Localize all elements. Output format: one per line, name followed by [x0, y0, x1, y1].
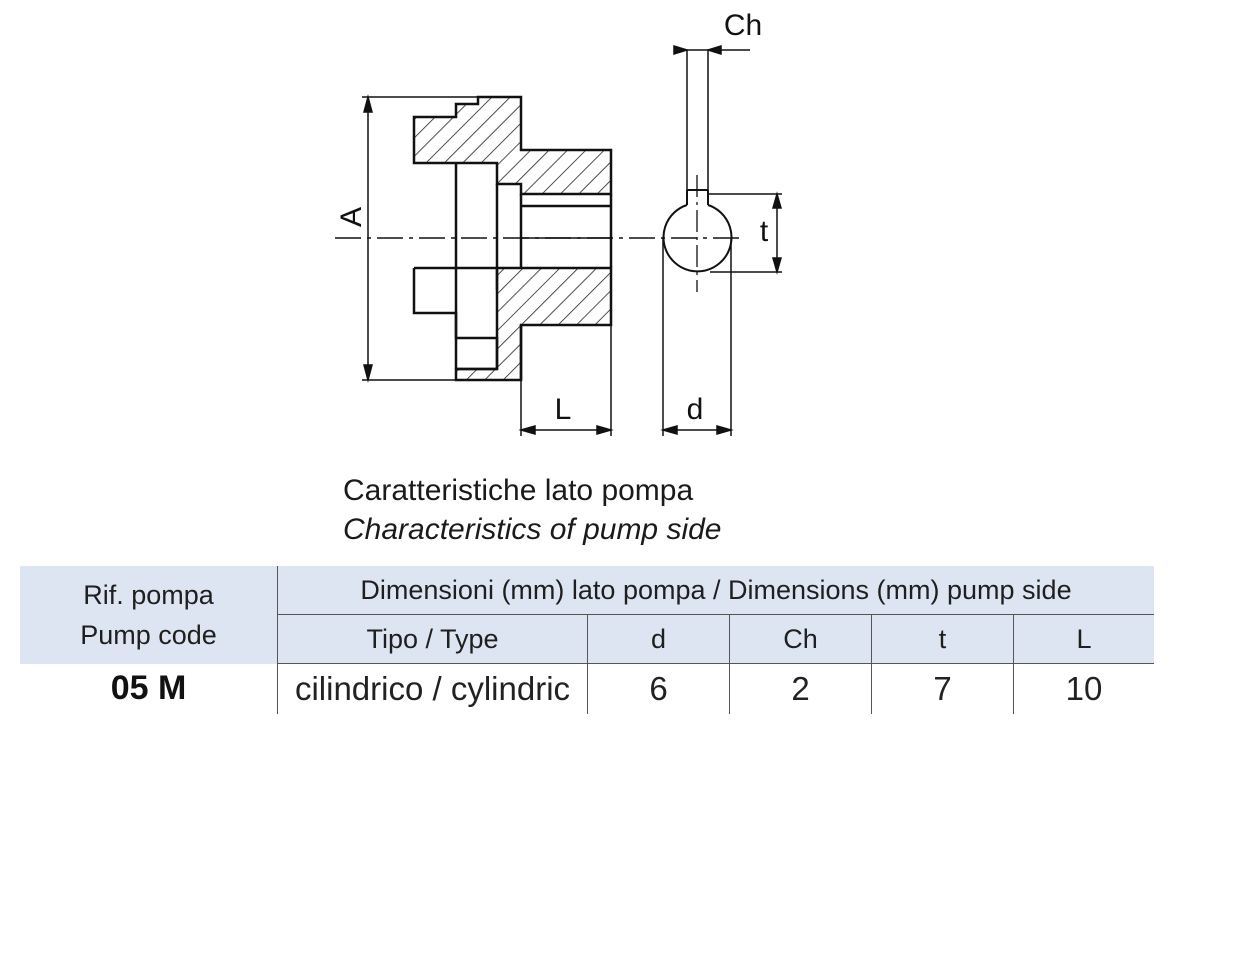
shaft-section — [662, 50, 733, 292]
header-type: Tipo / Type — [277, 614, 588, 664]
dimension-t — [708, 191, 782, 275]
caption-english: Characteristics of pump side — [343, 513, 722, 546]
cell-d: 6 — [587, 663, 730, 714]
label-t: t — [760, 215, 769, 248]
cell-ch: 2 — [729, 663, 872, 714]
hub-upper-section — [412, 95, 613, 196]
dimensions-table: Rif. pompa Pump code Dimensioni (mm) lat… — [20, 566, 1154, 714]
dimension-d — [660, 238, 734, 436]
label-ch: Ch — [724, 9, 762, 42]
hub-lower-section — [454, 266, 613, 382]
coupling-technical-drawing: A L Ch t d — [335, 9, 782, 436]
cell-t: 7 — [871, 663, 1014, 714]
table-row: 05 M cilindrico / cylindric 6 2 7 10 — [20, 663, 1154, 714]
dimension-l — [518, 325, 614, 436]
header-d: d — [587, 614, 730, 664]
header-dimensions-group: Dimensioni (mm) lato pompa / Dimensions … — [277, 566, 1154, 615]
dimension-ch — [673, 44, 750, 56]
header-t: t — [871, 614, 1014, 664]
dimension-a — [362, 94, 478, 383]
label-l: L — [555, 393, 572, 426]
header-ch: Ch — [729, 614, 872, 664]
header-pump-code-it: Rif. pompa — [83, 579, 214, 610]
label-d: d — [687, 393, 704, 426]
header-l: L — [1013, 614, 1154, 664]
caption-italian: Caratteristiche lato pompa — [343, 474, 694, 507]
cell-l: 10 — [1065, 670, 1103, 707]
cell-type: cilindrico / cylindric — [277, 663, 588, 714]
cell-pump-code: 05 M — [20, 663, 278, 714]
label-a: A — [335, 207, 368, 227]
header-pump-code-en: Pump code — [80, 619, 217, 650]
header-pump-code: Rif. pompa Pump code — [20, 566, 278, 664]
